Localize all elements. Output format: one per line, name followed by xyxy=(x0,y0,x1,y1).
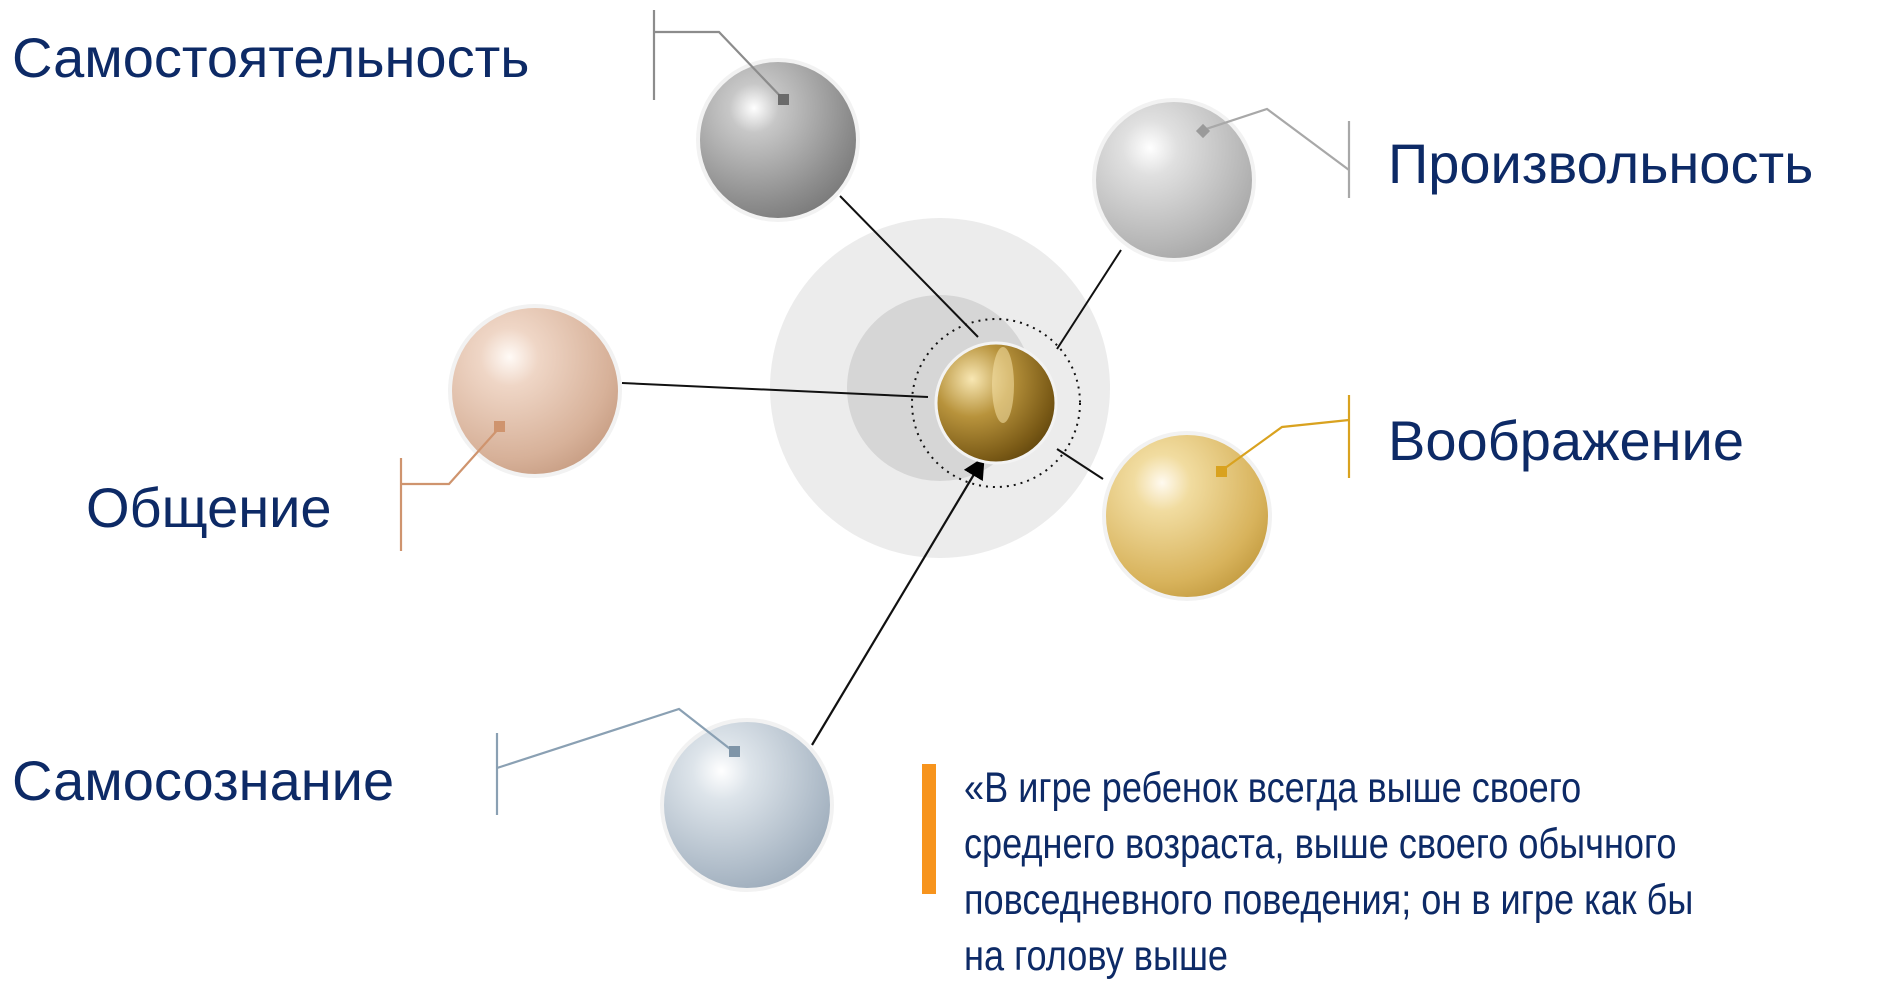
connector-imagination xyxy=(1056,448,1104,480)
diagram-canvas xyxy=(399,10,1351,892)
sphere-communication xyxy=(448,304,622,478)
label-communication: Общение xyxy=(86,476,332,539)
connector-independence xyxy=(839,195,979,338)
callout-voluntariness xyxy=(1195,107,1351,198)
label-voluntariness: Произвольность xyxy=(1388,132,1814,195)
connector-self-awareness xyxy=(811,456,985,746)
callout-independence xyxy=(652,10,789,105)
label-independence: Самостоятельность xyxy=(12,26,530,89)
sphere-imagination xyxy=(1102,431,1272,601)
connector-voluntariness xyxy=(1056,249,1122,350)
sphere-independence xyxy=(696,58,860,222)
center-sphere-highlight xyxy=(992,347,1014,423)
callout-communication xyxy=(399,421,505,551)
quote-accent-bar xyxy=(922,764,936,894)
label-imagination: Воображение xyxy=(1388,409,1744,472)
label-self-awareness: Самосознание xyxy=(12,749,395,812)
sphere-self-awareness xyxy=(660,718,834,892)
callout-self-awareness xyxy=(495,707,740,815)
callout-imagination xyxy=(1216,395,1351,478)
center-dotted-ring xyxy=(911,318,1081,488)
quote-text: «В игре ребенок всегда выше своего средн… xyxy=(964,764,1694,980)
connector-communication xyxy=(621,382,929,398)
sphere-voluntariness xyxy=(1092,98,1256,262)
